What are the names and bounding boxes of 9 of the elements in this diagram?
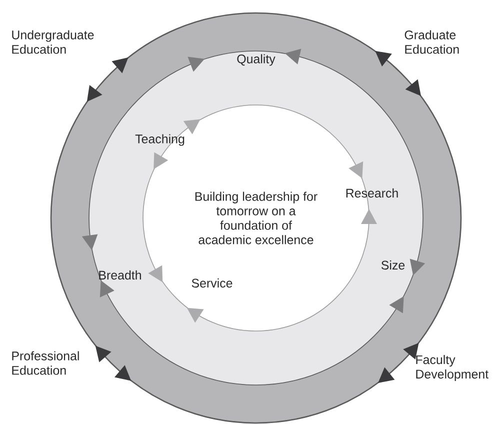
ring-label: Faculty Development xyxy=(416,354,488,382)
ring-label: Graduate Education xyxy=(404,30,459,54)
band-label: Quality xyxy=(237,54,276,66)
band-label: Size xyxy=(381,260,405,270)
band-label: Service xyxy=(192,278,232,288)
band-label: Teaching xyxy=(135,134,184,146)
band-label: Research xyxy=(346,188,398,198)
ring-label: Professional Education xyxy=(12,351,79,375)
ring-label: Undergraduate Education xyxy=(12,30,94,54)
